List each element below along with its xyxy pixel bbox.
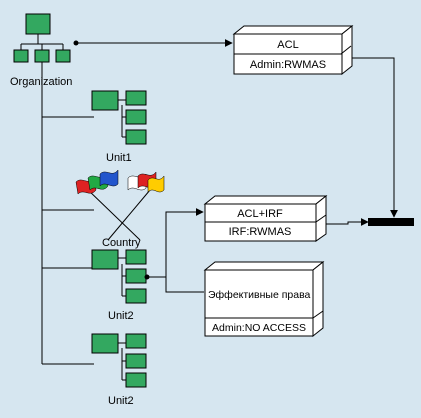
country-flags-icon	[75, 169, 165, 241]
country-label: Country	[102, 237, 141, 249]
unit1-label: Unit1	[106, 152, 132, 164]
unit2-b-label: Unit2	[108, 395, 134, 407]
connector-aclirf-merge	[326, 218, 369, 226]
effective-rights-value: Admin:NO ACCESS	[212, 322, 306, 334]
connector-unit2-aclirf	[147, 208, 204, 278]
acl-irf-box-title: ACL+IRF	[237, 208, 283, 220]
acl-box-title: ACL	[277, 39, 298, 51]
acl-box	[232, 24, 354, 76]
unit2-a-icon	[91, 249, 147, 304]
unit1-icon	[91, 90, 147, 145]
organization-label: Organization	[10, 76, 72, 88]
acl-box-value: Admin:RWMAS	[250, 59, 326, 71]
merge-bar	[368, 218, 414, 226]
unit2-b-icon	[91, 333, 147, 388]
effective-rights-box	[203, 260, 325, 338]
organization-icon	[13, 13, 71, 63]
connector-acl-merge	[352, 57, 398, 218]
effective-rights-title: Эффективные права	[208, 289, 311, 301]
acl-irf-box-value: IRF:RWMAS	[229, 226, 292, 238]
connector-unit2-effective	[165, 277, 204, 293]
unit2-a-label: Unit2	[108, 310, 134, 322]
acl-irf-box	[203, 194, 328, 242]
